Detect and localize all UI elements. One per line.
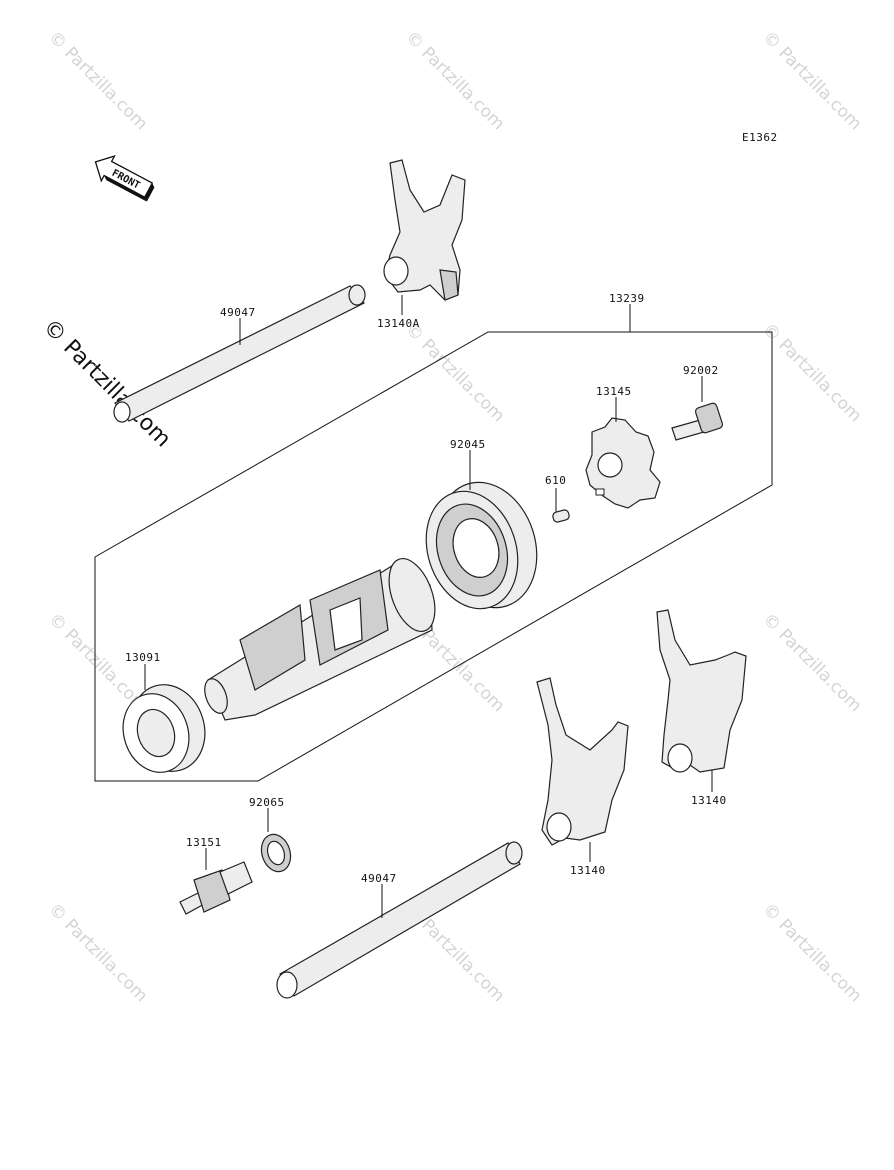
watermark-tile: © Partzilla.com bbox=[44, 899, 151, 1006]
ball-bearing[interactable] bbox=[412, 469, 553, 620]
label-drum-plate: 13145 bbox=[596, 385, 632, 398]
watermark-tile: © Partzilla.com bbox=[758, 609, 865, 716]
leader-lines bbox=[144, 295, 713, 918]
watermark-tile: © Partzilla.com bbox=[758, 899, 865, 1006]
label-bolt: 92002 bbox=[683, 364, 719, 377]
label-shift-rod-lower: 49047 bbox=[361, 872, 397, 885]
pin[interactable] bbox=[552, 509, 570, 523]
shift-fork-right[interactable] bbox=[656, 609, 747, 773]
shift-fork-center[interactable] bbox=[536, 677, 629, 846]
diagram-code: E1362 bbox=[742, 131, 778, 144]
front-arrow-icon: FRONT bbox=[94, 155, 155, 202]
shift-rod-lower[interactable] bbox=[276, 841, 523, 999]
label-drum-assembly: 13239 bbox=[609, 292, 645, 305]
watermark-tile: © Partzilla.com bbox=[758, 27, 865, 134]
part-labels: 49047 13140A 13239 13145 92002 92045 610… bbox=[125, 292, 727, 885]
washer[interactable] bbox=[257, 831, 295, 876]
drum-assembly-frame bbox=[94, 331, 773, 782]
label-shift-fork-right: 13140 bbox=[691, 794, 727, 807]
label-ball-bearing: 92045 bbox=[450, 438, 486, 451]
label-washer: 92065 bbox=[249, 796, 285, 809]
shift-fork-a[interactable] bbox=[383, 159, 466, 301]
label-drum-bearing: 13091 bbox=[125, 651, 161, 664]
watermark-tile: © Partzilla.com bbox=[44, 27, 151, 134]
label-shift-fork-center: 13140 bbox=[570, 864, 606, 877]
shift-drum[interactable] bbox=[200, 552, 443, 721]
drum-plate[interactable] bbox=[585, 417, 661, 509]
label-shift-fork-a: 13140A bbox=[377, 317, 420, 330]
label-shift-rod-upper: 49047 bbox=[220, 306, 256, 319]
label-pin: 610 bbox=[545, 474, 566, 487]
label-neutral-switch: 13151 bbox=[186, 836, 222, 849]
watermark-tile: © Partzilla.com bbox=[401, 27, 508, 134]
watermark-tile: © Partzilla.com bbox=[758, 319, 865, 426]
drum-bearing[interactable] bbox=[113, 675, 216, 781]
bolt[interactable] bbox=[671, 402, 724, 441]
shift-rod-upper[interactable] bbox=[113, 284, 366, 423]
neutral-switch[interactable] bbox=[179, 861, 253, 915]
